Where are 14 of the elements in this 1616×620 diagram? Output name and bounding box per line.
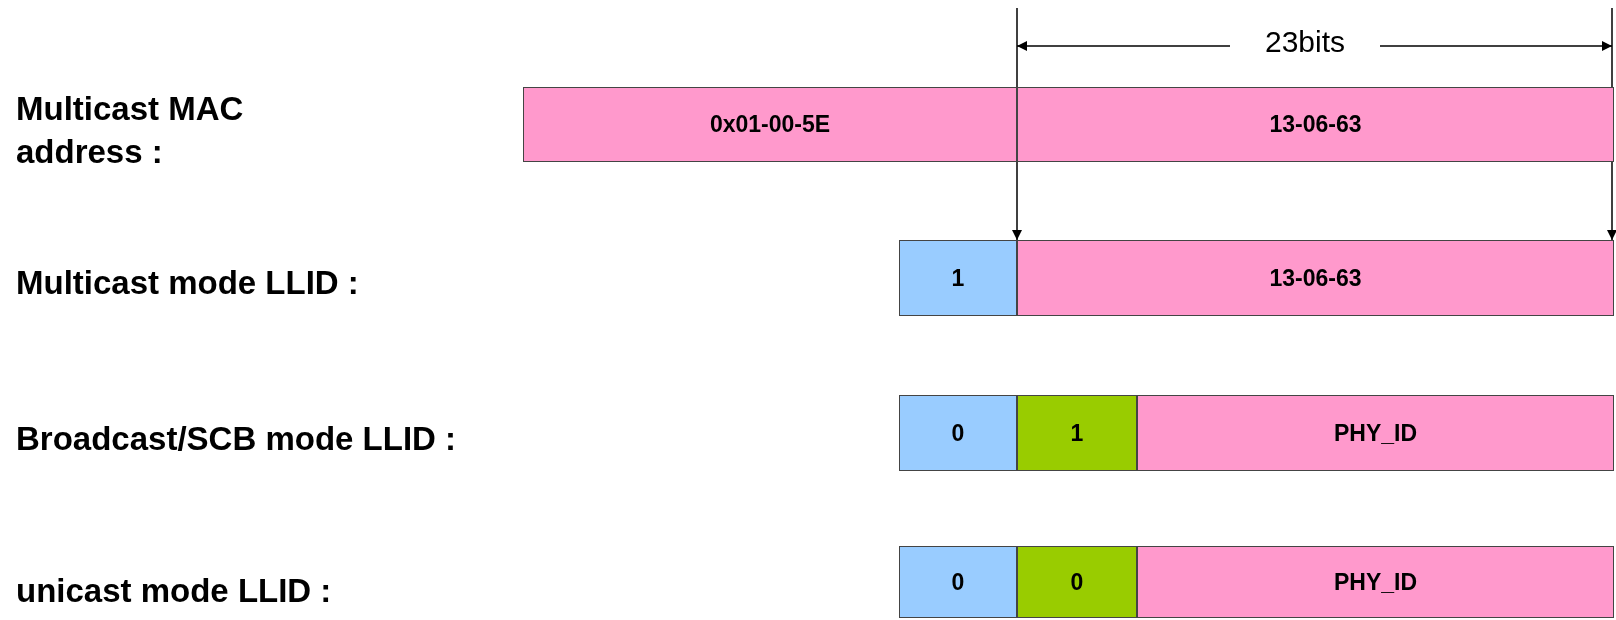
row-label: unicast mode LLID : bbox=[16, 571, 333, 611]
field-segment: 0x01-00-5E bbox=[523, 87, 1017, 162]
field-segment: PHY_ID bbox=[1137, 395, 1614, 471]
field-segment: 1 bbox=[899, 240, 1017, 316]
row-label: Multicast mode LLID : bbox=[16, 263, 360, 303]
row-label: Multicast MAC address : bbox=[16, 89, 245, 172]
row-label: Broadcast/SCB mode LLID : bbox=[16, 419, 458, 459]
field-segment: PHY_ID bbox=[1137, 546, 1614, 618]
field-segment: 13-06-63 bbox=[1017, 87, 1614, 162]
field-segment: 0 bbox=[899, 395, 1017, 471]
field-segment: 1 bbox=[1017, 395, 1137, 471]
field-segment: 0 bbox=[899, 546, 1017, 618]
field-segment: 13-06-63 bbox=[1017, 240, 1614, 316]
field-segment: 0 bbox=[1017, 546, 1137, 618]
